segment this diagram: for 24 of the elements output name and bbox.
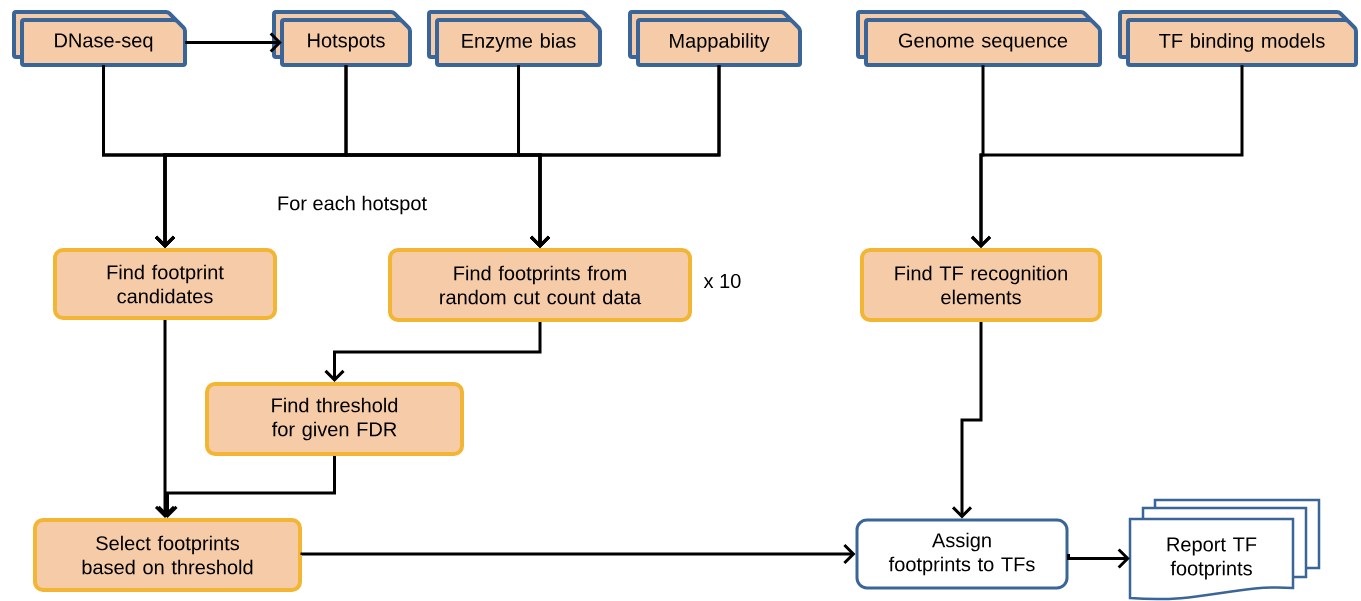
arrow: [529, 65, 721, 248]
process-box: Select footprints based on threshold: [33, 518, 302, 592]
input-box: TF binding models: [1118, 10, 1358, 67]
process-box: Find footprint candidates: [53, 248, 277, 320]
input-box: Enzyme bias: [427, 10, 602, 67]
process-box: Find threshold for given FDR: [205, 382, 464, 456]
arrow: [1067, 548, 1130, 569]
process-box: Find footprints from random cut count data: [388, 248, 692, 322]
arrow: [154, 320, 176, 518]
arrow: [185, 32, 282, 53]
note-label: For each hotspot: [278, 195, 427, 215]
arrow: [157, 456, 336, 518]
arrow: [970, 65, 1244, 248]
repeat-note: x 10: [703, 273, 741, 289]
arrow: [951, 322, 983, 519]
arrow: [324, 322, 542, 382]
arrow: [300, 543, 856, 565]
input-box: Hotspots: [272, 10, 412, 67]
document-stack: Report TF footprints: [1128, 498, 1321, 601]
process-box: Assign footprints to TFs: [855, 518, 1069, 590]
process-box: Find TF recognition elements: [860, 248, 1102, 322]
input-box: DNase-seq: [12, 10, 187, 67]
input-box: Mappability: [628, 10, 802, 67]
input-box: Genome sequence: [856, 10, 1102, 67]
